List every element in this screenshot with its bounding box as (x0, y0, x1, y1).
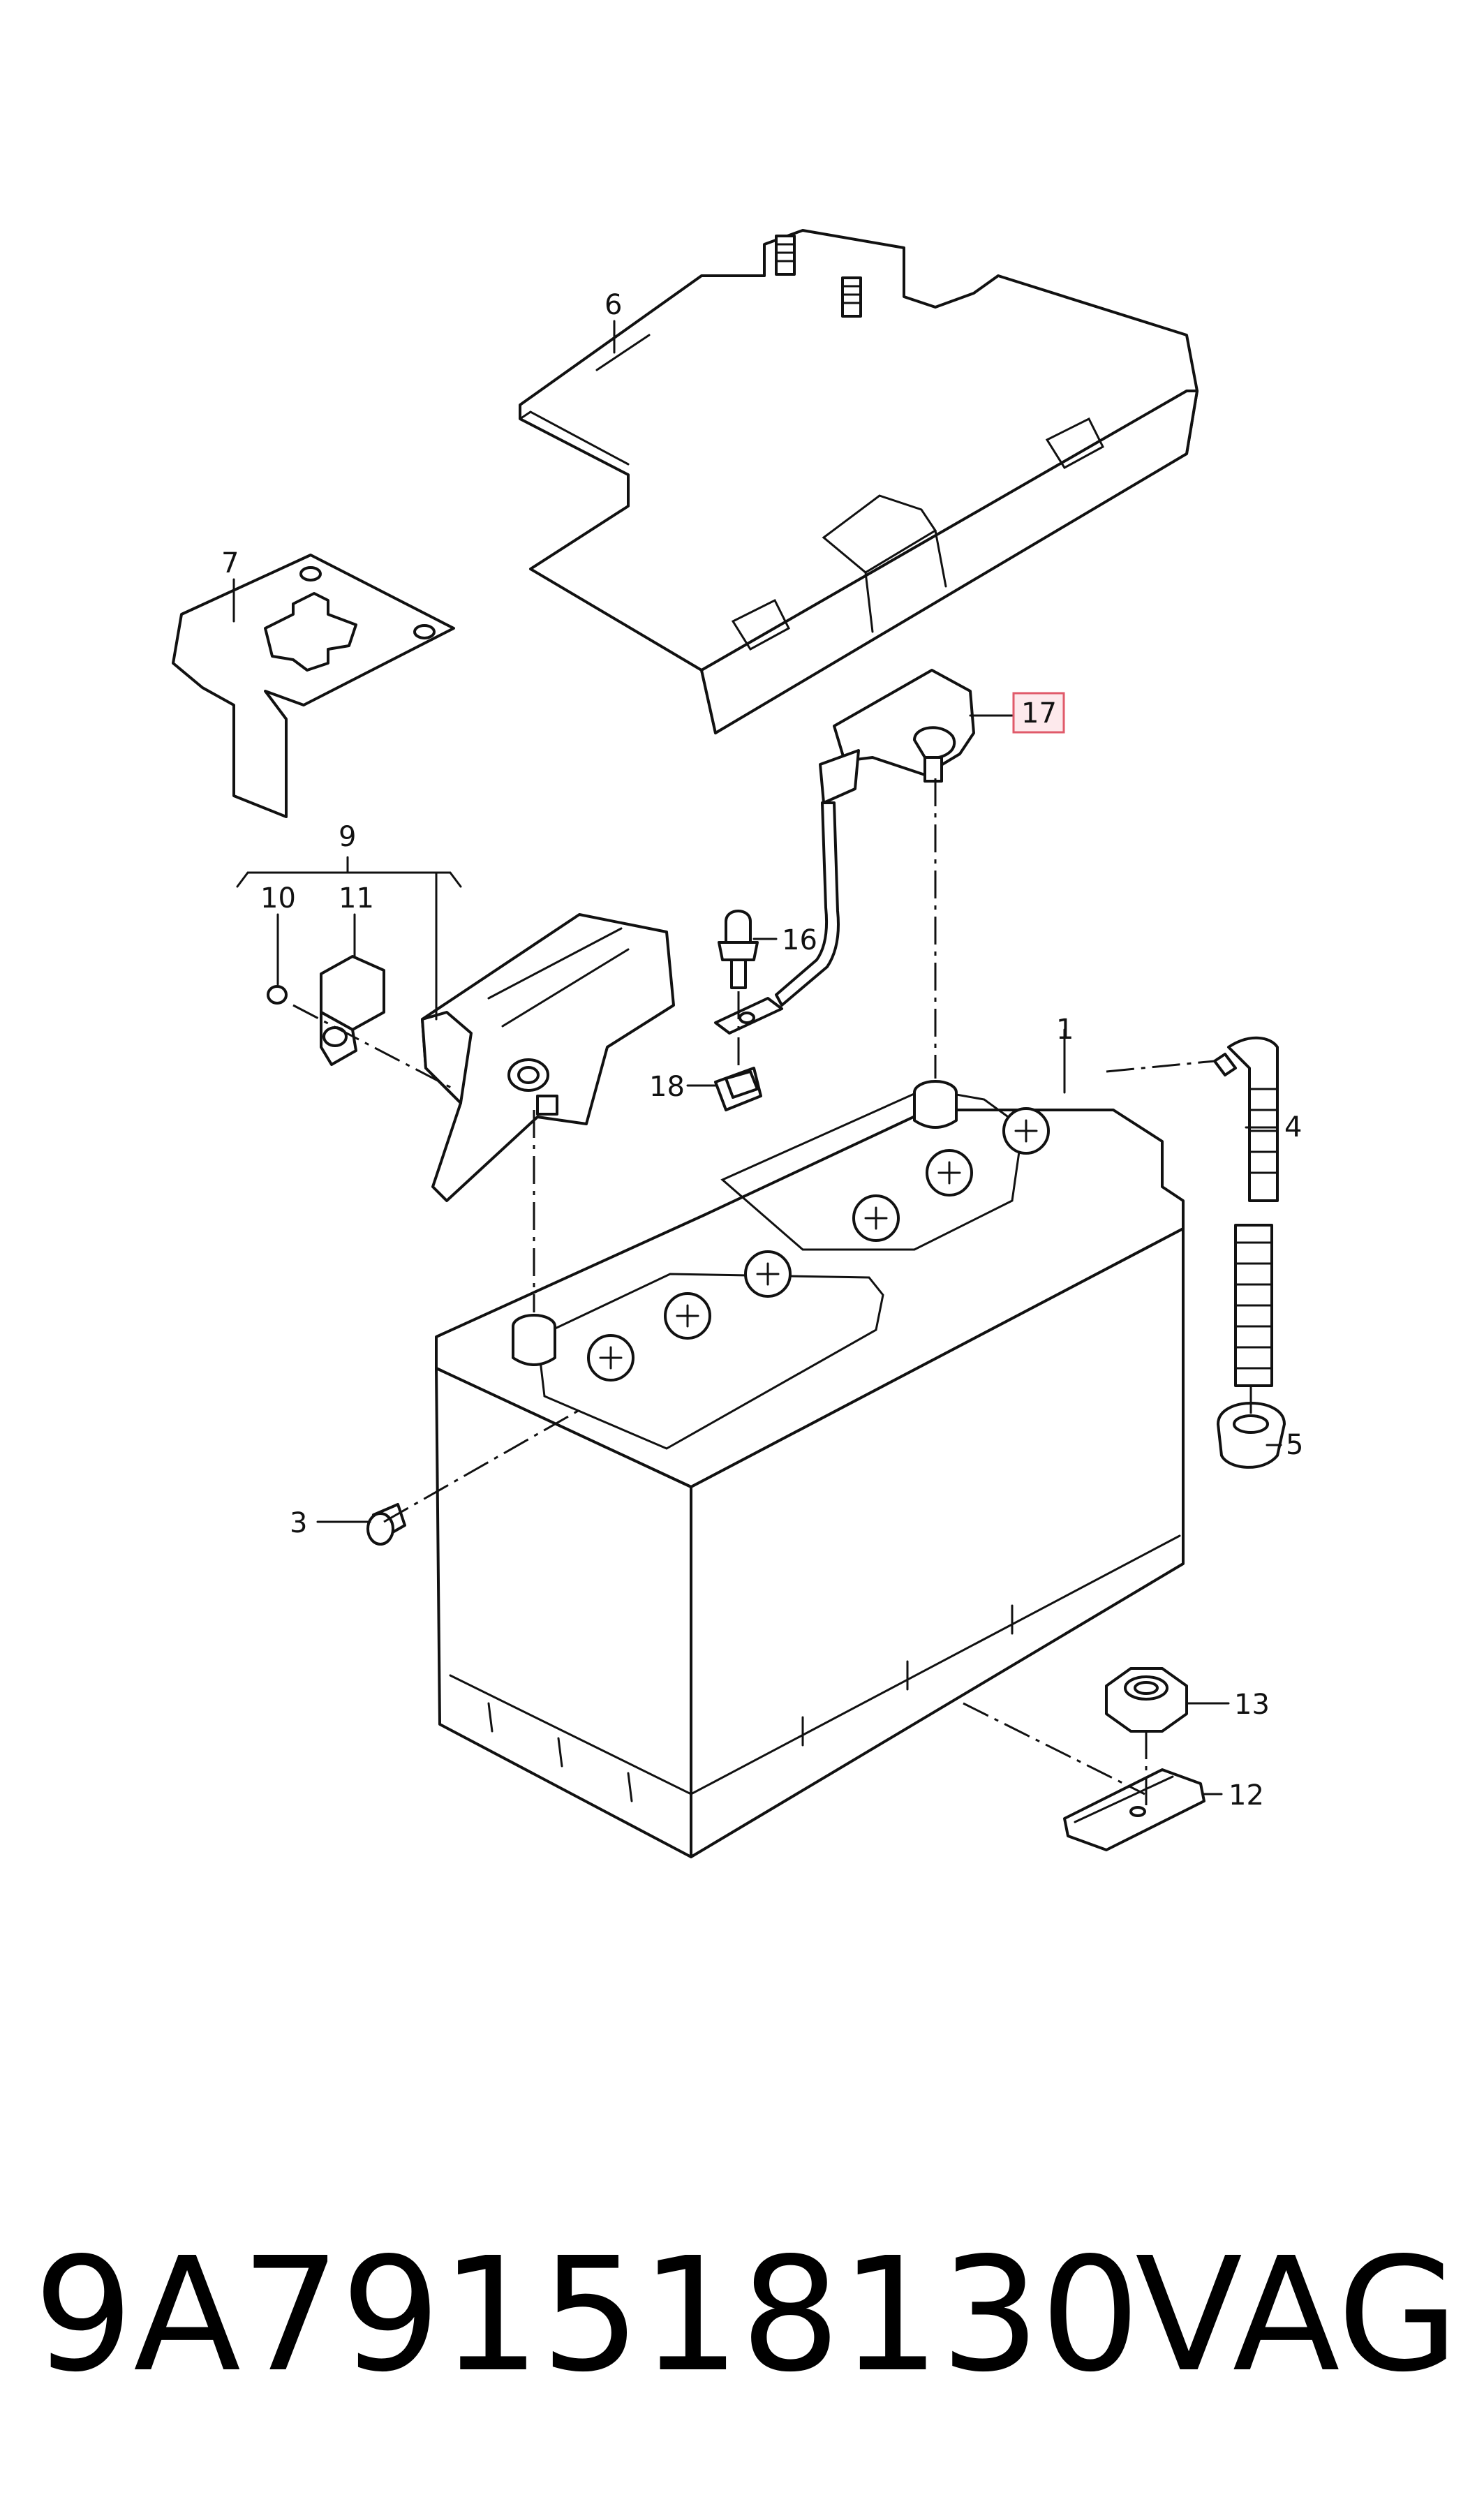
hold-down-clamp-part-12 (1063, 1768, 1205, 1851)
callout-12: 12 (1229, 1779, 1264, 1812)
vent-plug-part-3 (366, 1503, 406, 1546)
callout-4: 4 (1284, 1111, 1302, 1143)
part-number-text: 9A791518130 (34, 2224, 1141, 2407)
sensor-module-part-11 (320, 955, 385, 1066)
battery-part-1 (435, 1080, 1185, 1858)
grommet-part-5 (1217, 1402, 1286, 1469)
callout-7: 7 (221, 547, 239, 579)
battery-cable-part-17 (714, 669, 975, 1035)
leader-lines (232, 320, 1282, 1795)
callout-13: 13 (1234, 1689, 1270, 1721)
brand-text: VAG (1135, 2224, 1459, 2407)
assembly-lines (292, 778, 1252, 1808)
callout-9: 9 (339, 821, 356, 853)
screw-part-10 (267, 985, 288, 1005)
vent-hose-part-4 (1213, 1036, 1279, 1387)
callout-11: 11 (339, 882, 374, 914)
callout-5: 5 (1286, 1429, 1303, 1461)
callout-10: 10 (260, 882, 296, 914)
battery-cell-caps (587, 1107, 1050, 1382)
callout-labels: 1 3 4 5 6 7 9 10 11 12 13 16 17 18 (221, 289, 1303, 1812)
callout-6: 6 (604, 289, 622, 321)
callout-17: 17 (1021, 697, 1057, 730)
clip-nut-part-18 (714, 1067, 762, 1111)
fuse-holder-part-9 (421, 913, 675, 1202)
bolt-part-16 (718, 910, 759, 989)
nut-part-13 (1105, 1667, 1188, 1733)
callout-3: 3 (290, 1507, 307, 1539)
callout-18: 18 (649, 1071, 685, 1103)
callout-16: 16 (782, 924, 817, 956)
battery-cover-part-6 (519, 229, 1199, 734)
highlight-box-17 (1012, 692, 1065, 734)
callout-1: 1 (1056, 1014, 1074, 1046)
positive-cover-plate-part-7 (172, 554, 455, 818)
